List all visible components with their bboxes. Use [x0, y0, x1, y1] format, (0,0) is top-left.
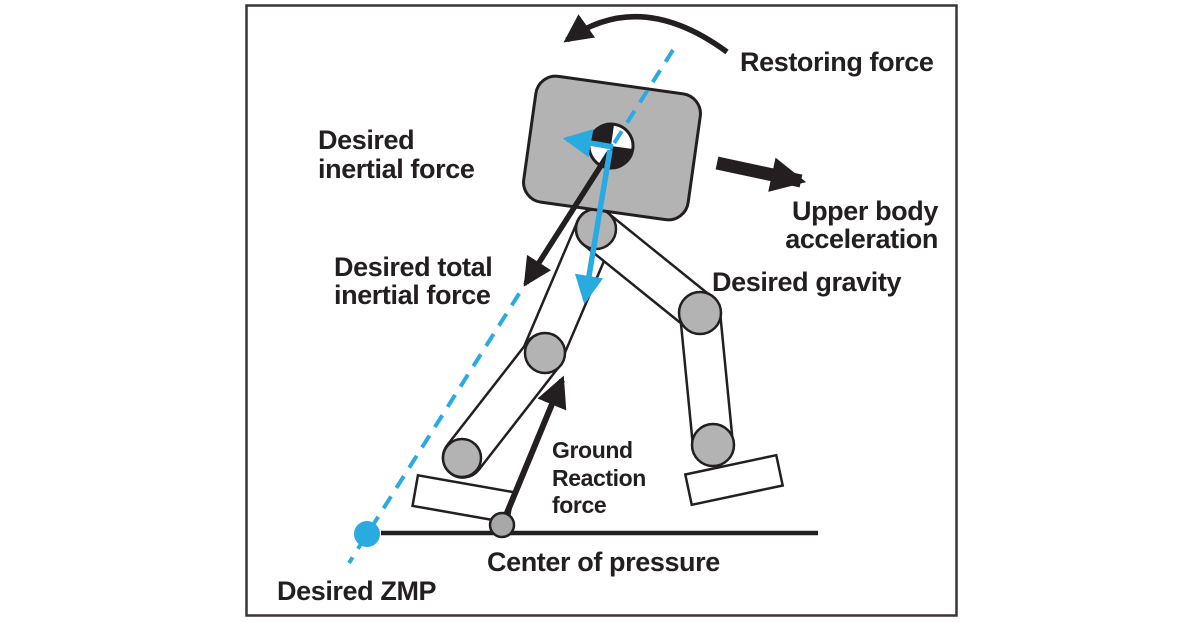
left-knee-joint	[523, 331, 567, 375]
desired-inertial-force-label-line2: inertial force	[318, 154, 475, 184]
desired-zmp-label: Desired ZMP	[277, 576, 437, 606]
ground-reaction-force-label-line3: force	[552, 492, 606, 518]
desired-total-inertial-force-arrow	[523, 151, 612, 287]
right-knee-joint	[677, 290, 723, 336]
desired-gravity-arrow	[574, 149, 613, 305]
restoring-force-arrow	[563, 13, 729, 55]
center-of-pressure-label: Center of pressure	[487, 547, 720, 577]
upper-body-acceleration-label-line1: Upper body	[792, 196, 938, 226]
desired-gravity-label: Desired gravity	[712, 267, 901, 297]
desired-inertial-force-arrow	[562, 129, 614, 158]
left-ankle-joint	[441, 437, 483, 479]
support-axis-dashed-line	[347, 48, 675, 565]
com-quadrant-bottom-right	[607, 146, 633, 168]
center-of-pressure-point	[488, 511, 516, 539]
restoring-force-label: Restoring force	[740, 47, 934, 77]
right-ankle-joint	[690, 422, 736, 468]
desired-total-inertial-force-label-line1: Desired total	[334, 252, 492, 282]
desired-zmp-point	[354, 521, 380, 547]
upper-body-acceleration-arrow	[715, 156, 807, 192]
desired-inertial-force-label-line1: Desired	[318, 125, 414, 155]
upper-body-acceleration-label-line2: acceleration	[785, 224, 938, 254]
right-foot	[683, 453, 785, 507]
ground-reaction-force-label-line2: Reaction	[552, 465, 646, 491]
ground-reaction-force-arrow	[501, 375, 567, 522]
desired-total-inertial-force-label-line2: inertial force	[334, 280, 491, 310]
ground-reaction-force-label-line1: Ground	[552, 437, 633, 463]
com-quadrant-top-left	[589, 124, 615, 146]
